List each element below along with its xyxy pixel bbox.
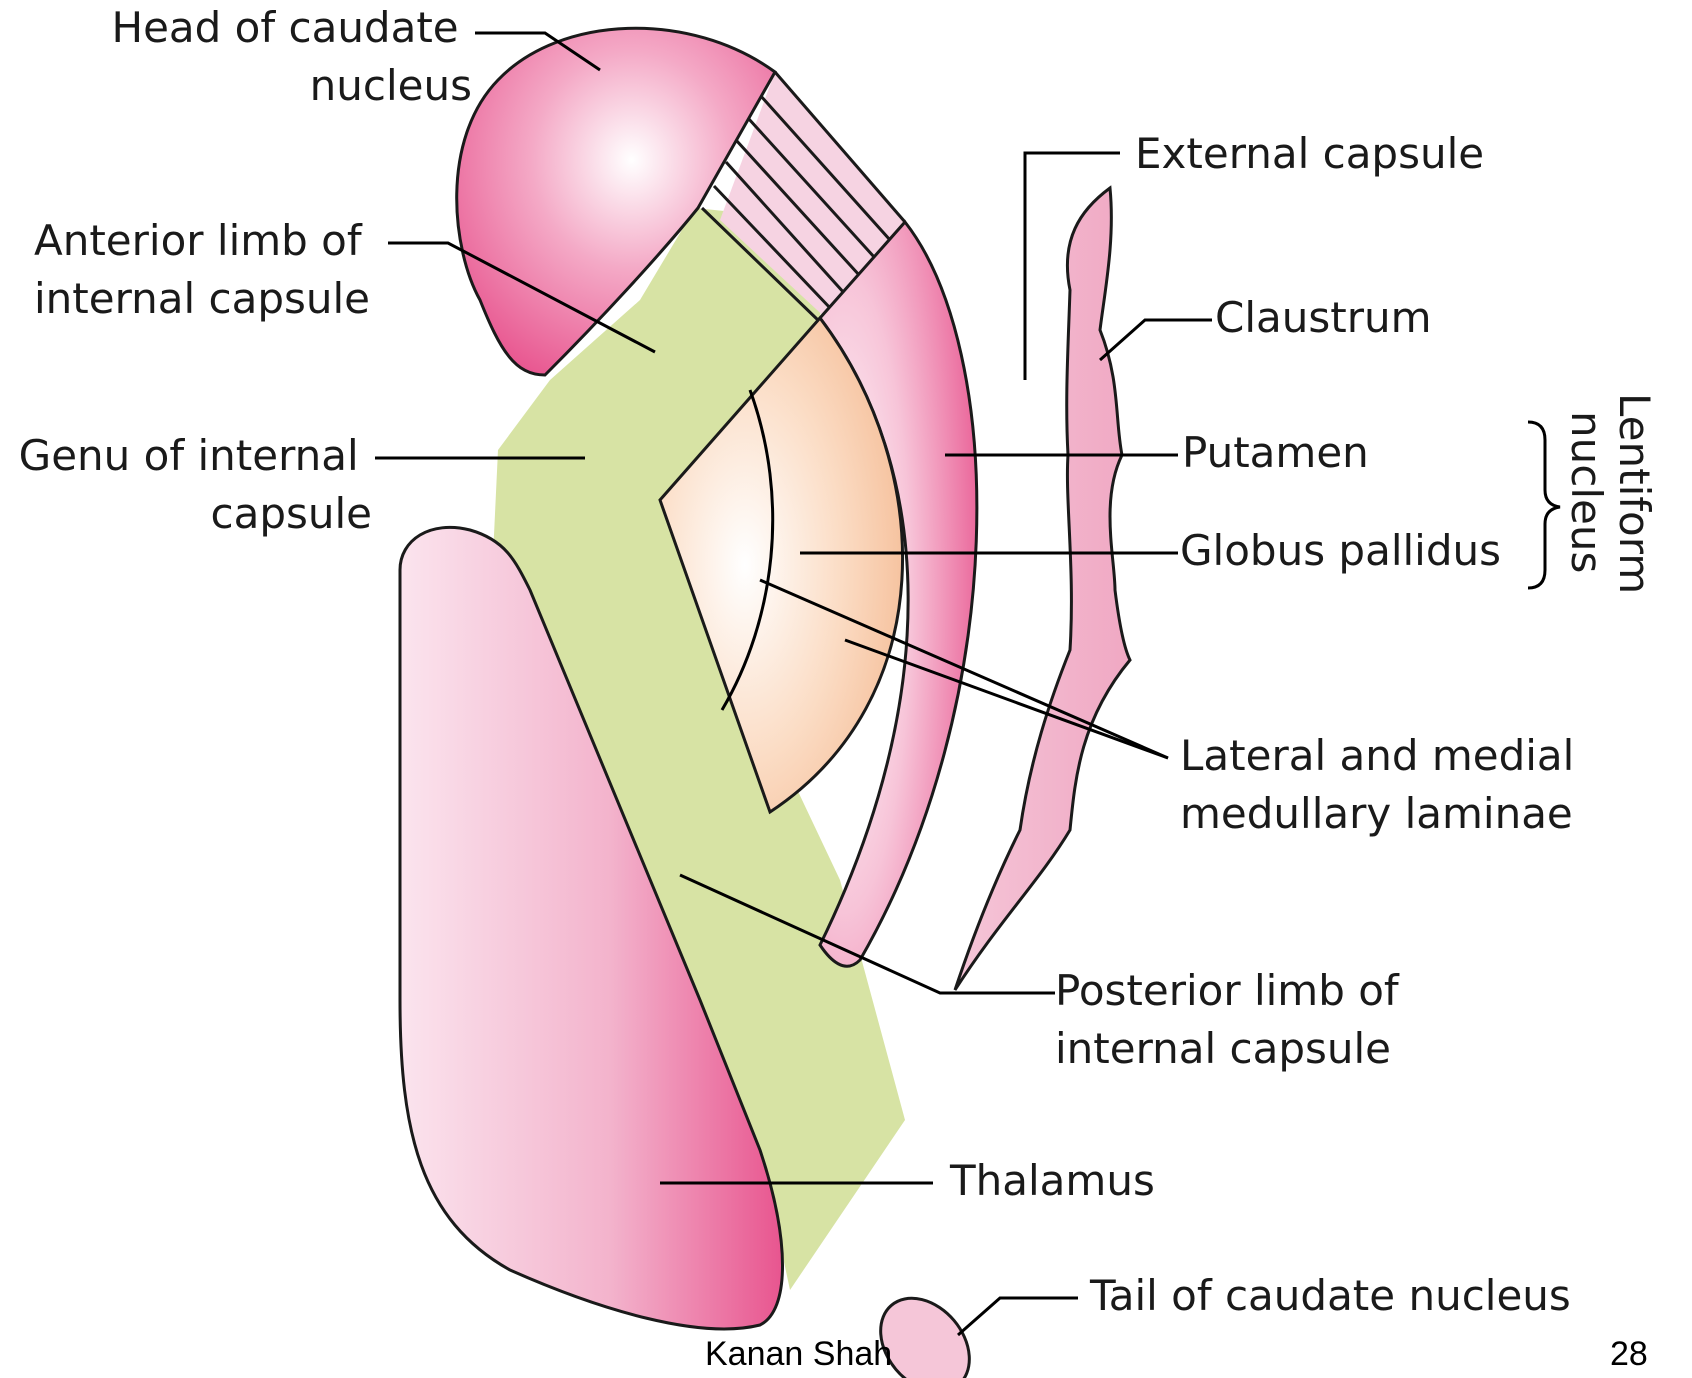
label-anterior-limb: Anterior limb of internal capsule — [34, 216, 375, 323]
label-putamen: Putamen — [1182, 428, 1369, 477]
label-genu: Genu of internal capsule — [19, 431, 372, 538]
lentiform-brace — [1528, 422, 1560, 588]
label-thalamus: Thalamus — [949, 1156, 1155, 1205]
label-lentiform-nucleus: Lentiform nucleus — [1562, 393, 1659, 608]
label-medullary-laminae: Lateral and medial medullary laminae — [1180, 731, 1588, 838]
footer-page-number: 28 — [1610, 1335, 1648, 1373]
label-posterior-limb: Posterior limb of internal capsule — [1055, 966, 1412, 1073]
label-tail-caudate: Tail of caudate nucleus — [1089, 1271, 1571, 1320]
label-external-capsule: External capsule — [1135, 129, 1484, 178]
footer-author: Kanan Shah — [705, 1335, 892, 1373]
claustrum-shape — [955, 188, 1130, 990]
label-head-caudate: Head of caudate nucleus — [111, 3, 472, 110]
label-claustrum: Claustrum — [1215, 293, 1432, 342]
label-globus-pallidus: Globus pallidus — [1180, 526, 1501, 575]
